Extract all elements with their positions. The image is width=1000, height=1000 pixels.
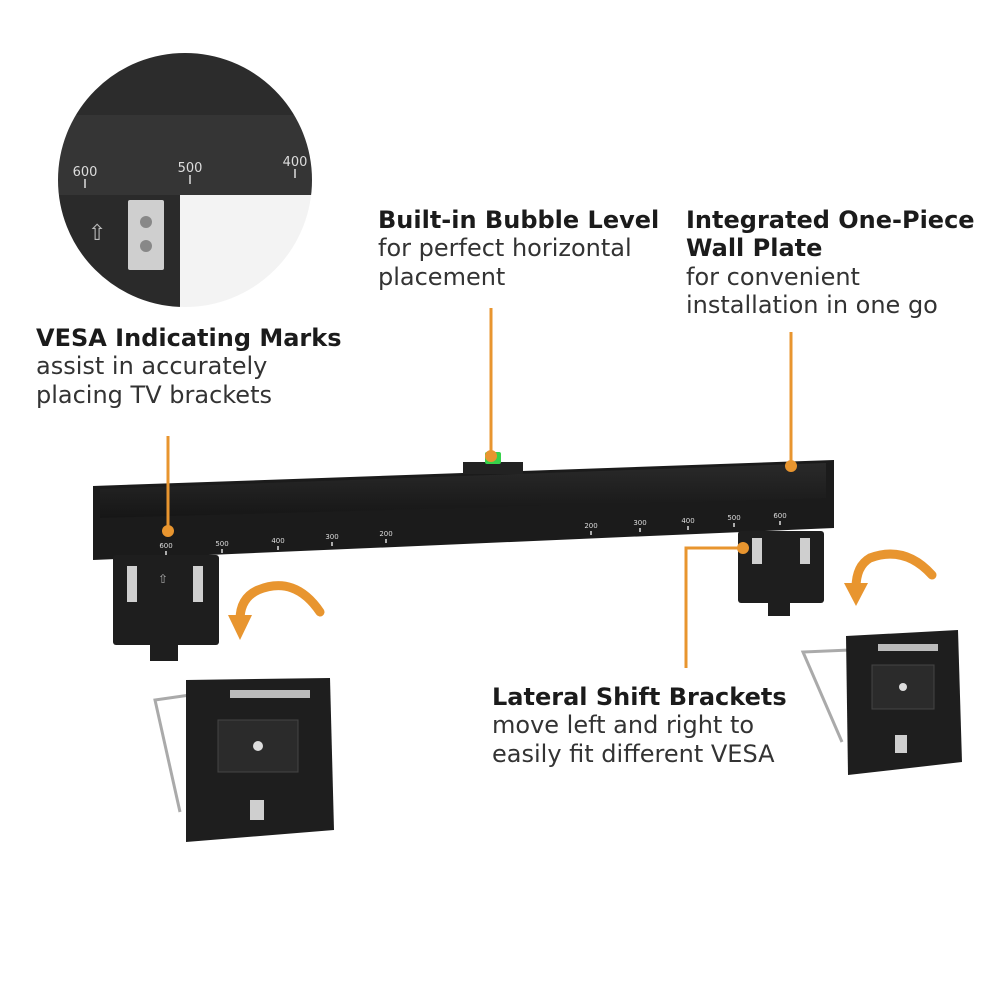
vesa-mark-label: 300: [633, 519, 646, 527]
vesa-mark-label: 500: [215, 540, 228, 548]
zoom-bracket-clip: [128, 200, 164, 270]
right-vesa-marks: 200 300 400 500 600: [584, 512, 787, 535]
tv-bracket-right: [800, 630, 962, 775]
rotate-arrow-right-icon: [844, 549, 937, 606]
callout-title: Wall Plate: [686, 234, 823, 263]
callout-text: move left and right to: [492, 711, 755, 740]
zoom-detail: ⇧: [57, 52, 313, 308]
callout-text: for convenient: [686, 262, 860, 291]
vesa-mark-label: 300: [325, 533, 338, 541]
zoom-vesa-marks: 600 500 400: [73, 155, 308, 188]
vesa-mark-label: 500: [178, 161, 203, 176]
vesa-mark-label: 200: [584, 522, 597, 530]
left-vesa-marks: 600 500 400 300 200: [159, 530, 393, 555]
bubble-level-callout: Built-in Bubble Level for perfect horizo…: [378, 206, 678, 291]
shift-brackets-callout: Lateral Shift Brackets move left and rig…: [492, 683, 822, 768]
callout-title: Integrated One-Piece: [686, 206, 975, 234]
callout-text: placement: [378, 262, 506, 291]
callout-text: installation in one go: [686, 290, 938, 319]
callout-title: Lateral Shift Brackets: [492, 683, 787, 711]
callout-text: for perfect horizontal: [378, 234, 632, 263]
callout-title: VESA Indicating Marks: [36, 324, 342, 352]
callout-text: assist in accurately: [36, 352, 268, 381]
vesa-marks-callout: VESA Indicating Marks assist in accurate…: [36, 324, 366, 409]
callout-text: placing TV brackets: [36, 380, 272, 409]
right-shift-bracket: [738, 531, 824, 616]
tv-bracket-left: [153, 678, 334, 842]
zoom-up-arrow-icon: ⇧: [88, 221, 106, 246]
vesa-mark-label: 400: [271, 537, 284, 545]
vesa-mark-label: 200: [379, 530, 392, 538]
vesa-mark-label: 600: [773, 512, 786, 520]
callout-title: Built-in Bubble Level: [378, 206, 660, 234]
vesa-mark-label: 600: [73, 165, 98, 180]
rotate-arrow-left-icon: [228, 581, 325, 640]
vesa-mark-label: 500: [727, 514, 740, 522]
wall-plate-callout: Integrated One-Piece Wall Plate for conv…: [686, 206, 986, 319]
vesa-mark-label: 400: [681, 517, 694, 525]
wall-plate: [93, 452, 834, 560]
leader-lines: [162, 308, 797, 668]
callout-text: easily fit different VESA: [492, 739, 775, 768]
left-shift-bracket: ⇧: [113, 555, 219, 661]
vesa-mark-label: 600: [159, 542, 172, 550]
vesa-mark-label: 400: [283, 155, 308, 170]
svg-text:⇧: ⇧: [158, 572, 168, 586]
